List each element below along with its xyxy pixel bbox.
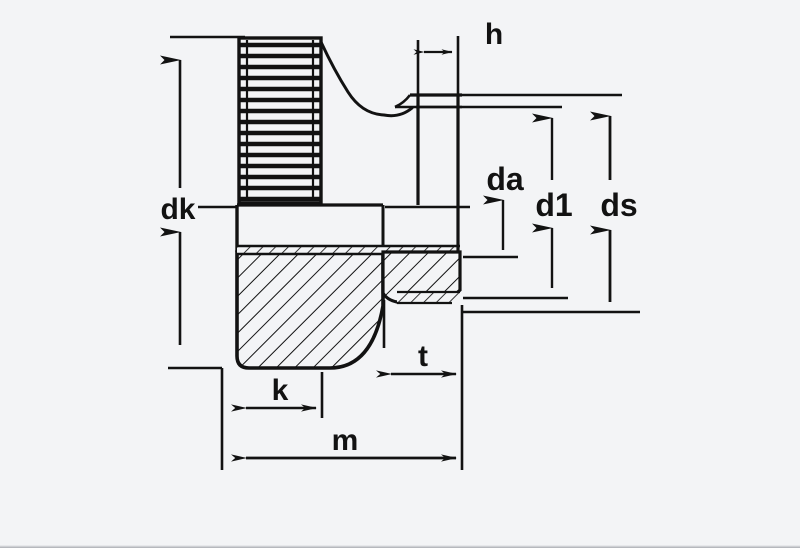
dimension-h: h (413, 18, 503, 55)
dimension-da: da (483, 161, 524, 250)
shaft-thin-band-hatch (397, 292, 460, 303)
thin-band-hatch (237, 246, 460, 254)
dimension-k: k (231, 374, 317, 412)
shaft-chamfer-curve (394, 94, 412, 109)
dimension-m: m (231, 424, 457, 462)
body-section-hatch (237, 252, 383, 368)
dimension-label-ds: ds (600, 187, 637, 223)
dimension-dk: dk (160, 55, 196, 345)
dimension-label-m: m (332, 424, 359, 457)
dimension-label-dk: dk (160, 193, 195, 226)
body-section-outline (235, 250, 385, 370)
dimension-ds: ds (590, 111, 638, 302)
break-line (319, 40, 414, 118)
knurled-head-outline (237, 36, 323, 205)
flange-upper-fill (237, 205, 383, 252)
knurl-striations (239, 42, 321, 202)
dimension-label-d1: d1 (535, 187, 572, 223)
dimension-label-h: h (485, 18, 503, 51)
dimension-label-t: t (418, 340, 428, 373)
dimension-label-k: k (272, 374, 289, 407)
nut-body (235, 36, 462, 370)
dimension-label-da: da (486, 161, 524, 197)
dimension-d1: d1 (532, 113, 573, 288)
dimension-t: t (376, 340, 457, 378)
